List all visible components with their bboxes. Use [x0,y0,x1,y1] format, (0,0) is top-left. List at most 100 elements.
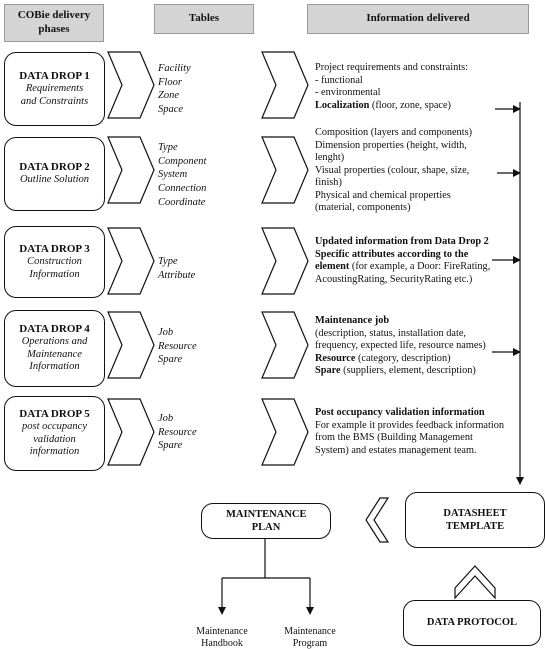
table-name: Job [158,413,174,424]
header-info-text: Information delivered [366,12,470,25]
data-drop-subtitle: validation [33,433,76,445]
output-program-label: Maintenance Program [284,626,336,649]
info-line: Localization (floor, zone, space) [315,100,468,113]
info-text: lenght) [315,152,345,164]
info-line: Updated information from Data Drop 2 [315,236,490,249]
table-name: Resource [158,340,197,352]
header-info: Information delivered [307,4,529,34]
data-drop-subtitle: Requirements [25,83,84,94]
info-line: element (for example, a Door: FireRating… [315,261,490,274]
data-drop-title: DATA DROP 1 [19,69,90,82]
info-line: For example it provides feedback informa… [315,420,504,433]
info-emphasis: Specific attributes according to the [315,248,469,260]
info-line: System) and estates management team. [315,445,504,458]
info-emphasis: Maintenance job [315,315,390,326]
info-line: Post occupancy validation information [315,407,504,420]
info-line: Spare (suppliers, element, description) [315,365,486,378]
data-drop-subtitle: Outline Solution [19,174,90,186]
info-block-4: Maintenance job (description, status, ins… [315,315,486,378]
maintenance-plan-label: MAINTENANCE PLAN [226,508,307,533]
info-text: finish) [315,177,342,189]
table-name: Facility [158,63,191,74]
chevron-right-icon [261,311,309,379]
info-emphasis: Localization [315,99,370,111]
info-line: - functional [315,75,468,88]
info-text: Dimension properties (height, width, [315,139,467,151]
info-text: For example it provides feedback informa… [315,419,505,431]
table-name: Type [158,256,178,267]
info-text: (material, components) [315,202,411,214]
info-emphasis: Updated information from Data Drop 2 [315,236,489,247]
info-text: frequency, expected life, resource names… [315,340,486,352]
info-line: - environmental [315,87,468,100]
data-drop-subtitle: Information [29,268,80,280]
chevron-right-icon [107,51,155,119]
info-line: Specific attributes according to the [315,249,490,262]
info-text: (suppliers, element, description) [340,365,476,377]
info-text: (floor, zone, space) [369,99,451,111]
table-name: Connection [158,182,207,194]
info-text: Composition (layers and components) [315,127,473,138]
chevron-right-icon [107,136,155,204]
info-line: Maintenance job [315,315,486,328]
data-drop-subtitle: Operations and [21,336,88,348]
table-name: System [158,169,188,181]
chevron-right-icon [107,311,155,379]
info-text: (for example, a Door: FireRating, [349,261,491,273]
datasheet-template-label: DATASHEET TEMPLATE [443,507,507,532]
output-handbook-label: Maintenance Handbook [196,626,248,649]
info-text: Visual properties (colour, shape, size, [315,164,470,176]
info-text: - environmental [315,87,381,99]
chevron-up-icon [454,565,496,600]
table-name: Floor [158,76,182,88]
table-name: Coordinate [158,196,206,208]
data-protocol-box: DATA PROTOCOL [403,600,541,646]
info-line: Physical and chemical properties [315,190,472,203]
output-program: Maintenance Program [266,626,354,649]
table-name: Spare [158,354,183,366]
header-tables-text: Tables [188,12,220,25]
data-drop-subtitle: Maintenance [27,348,82,360]
info-emphasis: Post occupancy validation information [315,407,485,418]
info-line: (description, status, installation date, [315,328,486,341]
chevron-right-icon [261,51,309,119]
table-name: Attribute [158,269,196,281]
data-drop-title: DATA DROP 3 [19,242,90,255]
info-line: lenght) [315,152,472,165]
info-line: Resource (category, description) [315,353,486,366]
table-name: Type [158,142,178,153]
chevron-right-icon [261,227,309,295]
info-line: (material, components) [315,202,472,215]
data-drop-subtitle: Information [29,361,80,373]
info-block-1: Project requirements and constraints:- f… [315,62,468,112]
header-phases-text: COBie delivery phases [17,9,91,35]
info-line: Composition (layers and components) [315,127,472,140]
info-line: frequency, expected life, resource names… [315,340,486,353]
table-name: Space [158,103,184,115]
info-emphasis: element [315,261,350,273]
chevron-right-icon [107,398,155,466]
data-drop-subtitle: Construction [27,256,82,267]
info-line: from the BMS (Building Management [315,432,504,445]
table-name: Spare [158,440,183,452]
info-block-2: Composition (layers and components)Dimen… [315,127,472,215]
info-text: - functional [315,74,363,86]
header-tables: Tables [154,4,254,34]
info-text: from the BMS (Building Management [315,432,473,444]
data-drop-title: DATA DROP 4 [19,323,90,336]
chevron-right-icon [107,227,155,295]
table-name: Component [158,155,207,167]
